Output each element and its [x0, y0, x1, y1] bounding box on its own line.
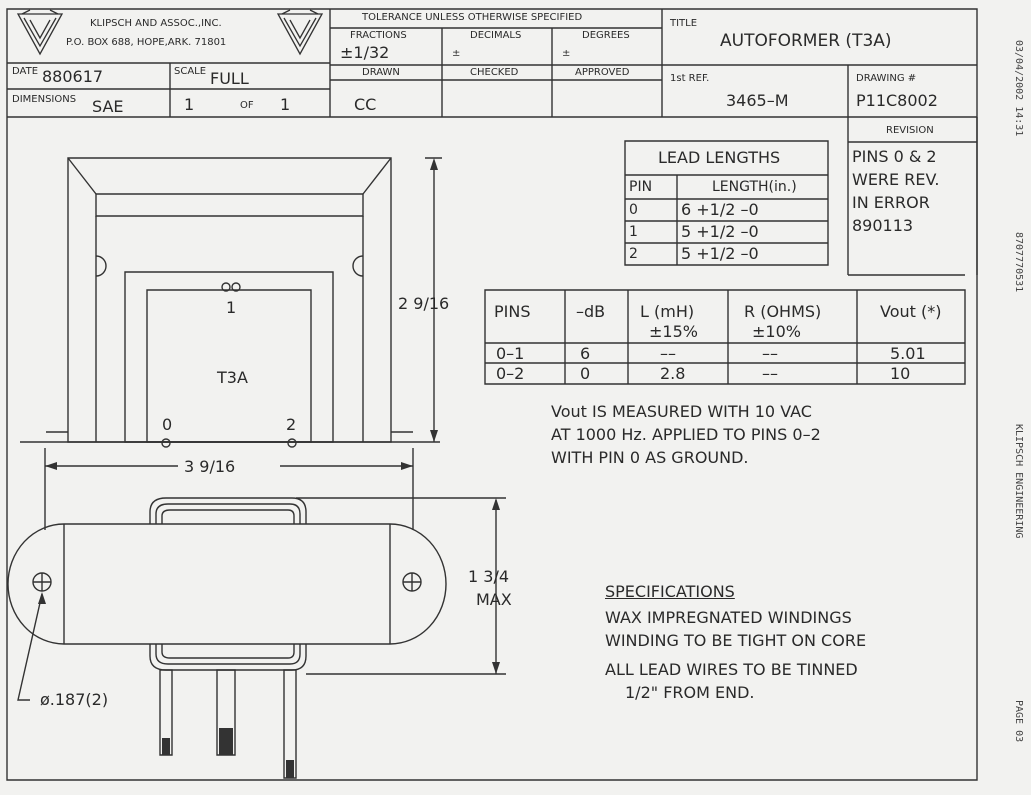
- specifications-title: SPECIFICATIONS: [605, 582, 735, 601]
- height-dimension: 2 9/16: [398, 294, 450, 313]
- drawing-title: AUTOFORMER (T3A): [720, 31, 892, 51]
- date-label: DATE: [12, 66, 39, 77]
- fax-sender: KLIPSCH ENGINEERING: [1013, 424, 1024, 539]
- hole-leader-line: [18, 594, 42, 700]
- fax-timestamp: 03/04/2002 14:31: [1013, 40, 1024, 137]
- revision-label: REVISION: [886, 125, 934, 136]
- pins-table-cell: 6: [580, 344, 591, 363]
- lead-lengths-cell: 2: [629, 246, 638, 262]
- pins-table-cell: 0–2: [496, 364, 525, 383]
- pins-table-cell: 0–1: [496, 344, 525, 363]
- lead-lengths-table-frame: [625, 141, 828, 265]
- pins-table-header-db: –dB: [576, 302, 606, 321]
- decimals-label: DECIMALS: [470, 30, 522, 41]
- tolerance-header: TOLERANCE UNLESS OTHERWISE SPECIFIED: [362, 12, 583, 23]
- specifications-line: WINDING TO BE TIGHT ON CORE: [605, 631, 867, 650]
- lead-lengths-cell: 5 +1/2 –0: [681, 244, 759, 263]
- lead-lengths-header-length: LENGTH(in.): [712, 179, 797, 195]
- decimals-value: ±: [452, 48, 461, 59]
- transformer-top-view: [20, 158, 440, 447]
- lead-lengths-cell: 0: [629, 202, 638, 218]
- title-label: TITLE: [670, 18, 698, 29]
- pins-table-subheader-l: ±15%: [649, 322, 698, 341]
- specifications-line: 1/2" FROM END.: [625, 683, 755, 702]
- revision-line: IN ERROR: [852, 193, 930, 212]
- degrees-label: DEGREES: [582, 30, 630, 41]
- pin-label-1: 1: [226, 298, 237, 317]
- vout-note-line: AT 1000 Hz. APPLIED TO PINS 0–2: [551, 425, 821, 444]
- pin-label-0: 0: [162, 415, 173, 434]
- pins-table-cell: ––: [762, 364, 778, 383]
- first-ref-value: 3465–M: [726, 91, 789, 110]
- lead-lengths-cell: 6 +1/2 –0: [681, 200, 759, 219]
- company-address: P.O. BOX 688, HOPE,ARK. 71801: [66, 37, 227, 48]
- degrees-value: ±: [562, 48, 571, 59]
- fax-phone: 8707770531: [1013, 232, 1024, 293]
- pins-table-header-vout: Vout (*): [880, 302, 942, 321]
- scale-label: SCALE: [174, 66, 207, 77]
- pins-table-cell: 5.01: [890, 344, 926, 363]
- drawing-number-label: DRAWING #: [856, 73, 917, 84]
- drawing-number-value: P11C8002: [856, 91, 938, 110]
- pins-table-cell: ––: [762, 344, 778, 363]
- vout-note-line: WITH PIN 0 AS GROUND.: [551, 448, 749, 467]
- pins-table-cell: ––: [660, 344, 676, 363]
- fractions-label: FRACTIONS: [350, 30, 407, 41]
- pins-table-cell: 10: [890, 364, 911, 383]
- first-ref-label: 1st REF.: [670, 73, 710, 84]
- sheet-of-label: OF: [240, 100, 254, 111]
- width-dimension: 3 9/16: [184, 457, 236, 476]
- revision-line: WERE REV.: [852, 170, 940, 189]
- checked-label: CHECKED: [470, 67, 519, 78]
- logo-left-icon: [18, 10, 62, 54]
- approved-label: APPROVED: [575, 67, 630, 78]
- pins-table-cell: 0: [580, 364, 591, 383]
- specifications-line: WAX IMPREGNATED WINDINGS: [605, 608, 852, 627]
- pins-table-cell: 2.8: [660, 364, 686, 383]
- lead-lengths-title: LEAD LENGTHS: [658, 148, 781, 167]
- sheet-number: 1: [184, 95, 195, 114]
- lead-lengths-cell: 1: [629, 224, 638, 240]
- revision-line: PINS 0 & 2: [852, 147, 937, 166]
- pins-table-header-l: L (mH): [640, 302, 695, 321]
- vout-note-line: Vout IS MEASURED WITH 10 VAC: [551, 402, 812, 421]
- drawn-value: CC: [354, 95, 377, 114]
- company-name: KLIPSCH AND ASSOC.,INC.: [90, 18, 222, 29]
- sheet-total: 1: [280, 95, 291, 114]
- drawn-label: DRAWN: [362, 67, 400, 78]
- lead-lengths-cell: 5 +1/2 –0: [681, 222, 759, 241]
- date-value: 880617: [42, 67, 104, 86]
- specifications-line: ALL LEAD WIRES TO BE TINNED: [605, 660, 858, 679]
- pins-table-header-r: R (OHMS): [744, 302, 822, 321]
- fractions-value: ±1/32: [340, 43, 390, 62]
- lead-lengths-header-pin: PIN: [629, 179, 653, 195]
- depth-dimension-note: MAX: [476, 590, 512, 609]
- fax-page: PAGE 03: [1013, 700, 1024, 743]
- pins-table-frame: [485, 290, 965, 384]
- pins-table-header-pins: PINS: [494, 302, 531, 321]
- dimensions-value: SAE: [92, 97, 124, 116]
- hole-dimension: ø.187(2): [40, 690, 109, 709]
- revision-line: 890113: [852, 216, 914, 235]
- dimensions-label: DIMENSIONS: [12, 94, 77, 105]
- logo-right-icon: [278, 10, 322, 54]
- pins-table-subheader-r: ±10%: [752, 322, 801, 341]
- part-label: T3A: [217, 368, 248, 387]
- sheet-border: [7, 9, 977, 780]
- depth-dimension: 1 3/4: [468, 567, 510, 586]
- scale-value: FULL: [210, 69, 249, 88]
- pin-label-2: 2: [286, 415, 297, 434]
